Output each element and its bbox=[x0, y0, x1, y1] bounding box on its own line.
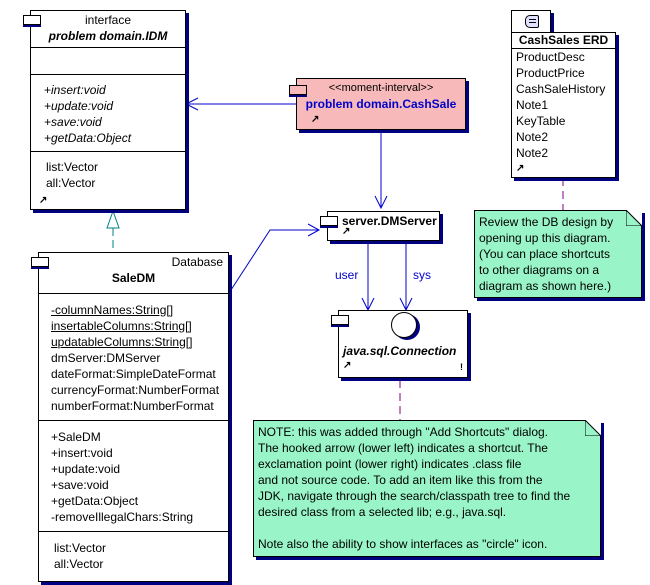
shortcut-arrow-icon: ↗ bbox=[516, 163, 525, 174]
saledm-attribute: -columnNames:String[] bbox=[51, 303, 174, 317]
idm-operation: +update:void bbox=[44, 99, 114, 113]
inheritance-triangle bbox=[106, 209, 120, 229]
saledm-operation: -removeIllegalChars:String bbox=[51, 510, 194, 524]
cashsale-class-box[interactable]: <<moment-interval>> problem domain.CashS… bbox=[289, 78, 466, 130]
erd-item: CashSaleHistory bbox=[516, 82, 606, 96]
connection-interface-box[interactable]: java.sql.Connection ↗ ! bbox=[331, 310, 468, 378]
divider bbox=[39, 420, 228, 421]
component-tab-icon bbox=[23, 15, 41, 25]
saledm-name: SaleDM bbox=[111, 271, 156, 285]
idm-interface-box[interactable]: interface problem domain.IDM +insert:voi… bbox=[23, 10, 186, 210]
dmserver-class-box[interactable]: server.DMServer ↗ bbox=[320, 211, 440, 241]
component-tab-icon bbox=[289, 85, 307, 95]
idm-operation: +save:void bbox=[44, 115, 102, 129]
saledm-attribute: insertableColumns:String[] bbox=[51, 319, 192, 333]
shortcut-arrow-icon: ↗ bbox=[342, 226, 351, 237]
component-tab-icon bbox=[31, 257, 49, 267]
dmserver-name: server.DMServer bbox=[342, 214, 437, 228]
saledm-operation: +insert:void bbox=[51, 446, 113, 460]
erd-title: CashSales ERD bbox=[518, 33, 609, 47]
arrowhead-dmserver-2 bbox=[307, 223, 321, 237]
divider bbox=[512, 48, 615, 49]
divider bbox=[31, 47, 185, 48]
idm-stereotype: interface bbox=[84, 13, 132, 27]
divider bbox=[39, 293, 228, 294]
link-label-sys: sys bbox=[413, 268, 431, 282]
saledm-operation: +getData:Object bbox=[51, 494, 139, 508]
arrowhead-idm bbox=[184, 97, 199, 111]
component-tab-icon bbox=[320, 216, 338, 226]
interface-circle-icon bbox=[391, 312, 417, 338]
erd-item: ProductPrice bbox=[516, 66, 585, 80]
saledm-attribute: dateFormat:SimpleDateFormat bbox=[51, 367, 216, 381]
erd-diagram-shortcut[interactable]: CashSales ERD ProductDesc ProductPrice C… bbox=[511, 32, 616, 178]
link-label-user: user bbox=[335, 268, 359, 282]
cashsale-stereotype: <<moment-interval>> bbox=[328, 82, 434, 94]
saledm-attribute: updatableColumns:String[] bbox=[51, 335, 193, 349]
saledm-attribute: numberFormat:NumberFormat bbox=[51, 399, 214, 413]
note-corner-fold-icon bbox=[626, 210, 642, 226]
shortcut-arrow-icon: ↗ bbox=[311, 114, 320, 125]
note-corner-fold-icon bbox=[585, 420, 601, 436]
saledm-property: all:Vector bbox=[54, 557, 104, 571]
saledm-operation: +save:void bbox=[51, 478, 109, 492]
saledm-operation: +update:void bbox=[51, 462, 121, 476]
shortcut-arrow-icon: ↗ bbox=[39, 195, 48, 206]
component-tab-icon bbox=[331, 315, 349, 325]
class-file-marker-icon: ! bbox=[460, 362, 463, 372]
link-saledm-dmserver bbox=[228, 229, 319, 294]
erd-item: Note1 bbox=[516, 98, 549, 112]
shortcuts-note[interactable]: NOTE: this was added through "Add Shortc… bbox=[253, 420, 601, 557]
shortcuts-note-text: NOTE: this was added through "Add Shortc… bbox=[258, 425, 571, 551]
shortcut-arrow-icon: ↗ bbox=[343, 360, 352, 371]
idm-operation: +insert:void bbox=[44, 83, 106, 97]
diagram-icon bbox=[525, 15, 539, 28]
erd-item: KeyTable bbox=[516, 114, 566, 128]
erd-item: ProductDesc bbox=[516, 50, 585, 64]
divider bbox=[31, 151, 185, 152]
idm-name: problem domain.IDM bbox=[48, 29, 168, 43]
connection-name: java.sql.Connection bbox=[343, 344, 457, 358]
idm-property: all:Vector bbox=[46, 176, 96, 190]
erd-tab bbox=[511, 10, 551, 33]
review-note[interactable]: Review the DB design by opening up this … bbox=[474, 210, 642, 298]
divider bbox=[31, 74, 185, 75]
saledm-property: list:Vector bbox=[54, 541, 107, 555]
erd-item: Note2 bbox=[516, 130, 549, 144]
saledm-stereotype: Database bbox=[171, 255, 223, 269]
divider bbox=[39, 531, 228, 532]
saledm-attribute: dmServer:DMServer bbox=[51, 351, 161, 365]
erd-item: Note2 bbox=[516, 146, 549, 160]
saledm-operation: +SaleDM bbox=[51, 430, 101, 444]
idm-operation: +getData:Object bbox=[44, 131, 132, 145]
saledm-attribute: currencyFormat:NumberFormat bbox=[51, 383, 220, 397]
review-note-text: Review the DB design by opening up this … bbox=[479, 215, 614, 293]
idm-property: list:Vector bbox=[46, 160, 99, 174]
arrowhead-dmserver bbox=[374, 195, 388, 210]
cashsale-name: problem domain.CashSale bbox=[305, 97, 457, 111]
saledm-class-box[interactable]: Database SaleDM -columnNames:String[] in… bbox=[31, 252, 229, 582]
